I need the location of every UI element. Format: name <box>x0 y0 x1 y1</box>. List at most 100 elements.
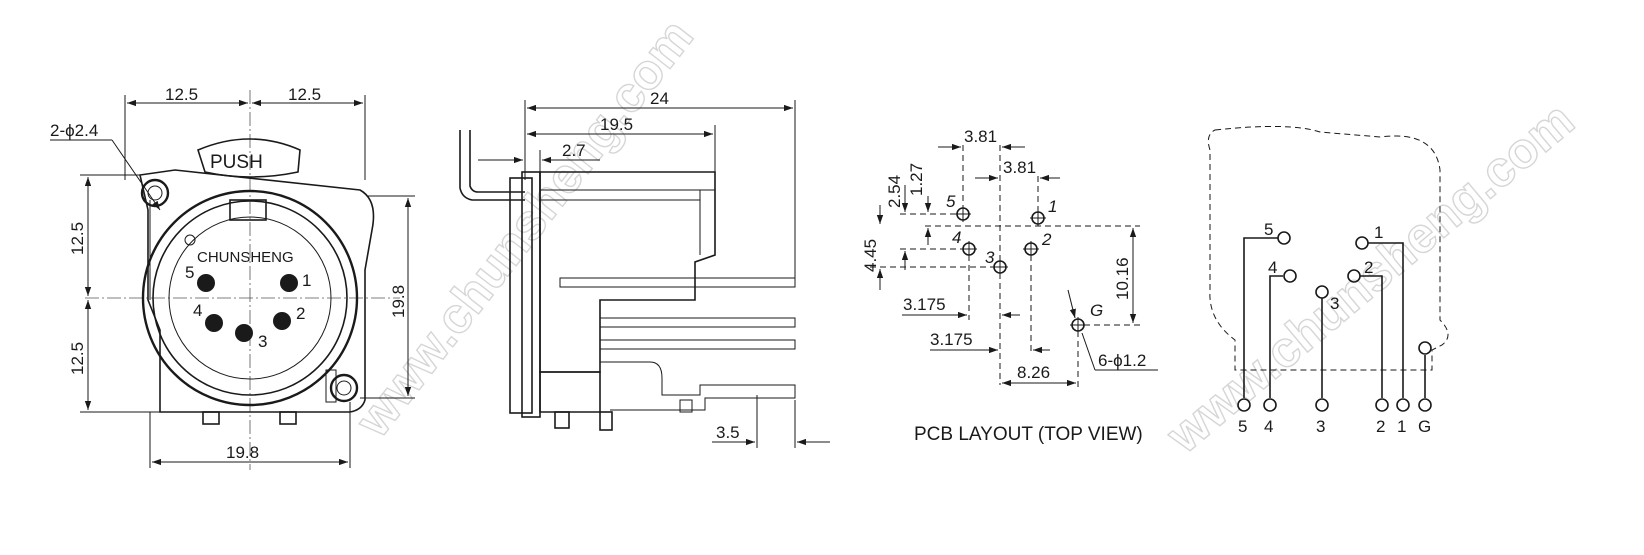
schematic-wires <box>1243 237 1426 398</box>
pcb-hole-crosses <box>955 206 1086 333</box>
insert-face <box>168 216 332 380</box>
watermark-group: www.chunsheng.com www.chunsheng.com <box>343 8 1585 465</box>
pcb-dim-v-4-45: 4.45 <box>861 239 880 272</box>
dim-width: 19.8 <box>226 443 259 462</box>
dim-height: 19.8 <box>389 285 408 318</box>
pcb-dim-holes: 6-ϕ1.2 <box>1098 351 1146 370</box>
pcb-leader-g-top <box>1067 289 1076 319</box>
watermark-left: www.chunsheng.com <box>344 9 704 448</box>
front-pin-3-label: 3 <box>258 332 267 351</box>
side-lower-body <box>539 371 601 413</box>
front-flange-outline <box>139 169 375 413</box>
dim-lower-half-height: 12.5 <box>68 342 87 375</box>
side-flange <box>509 177 533 414</box>
pcb-layout: 5 1 4 2 3 G 3.81 3.81 2.54 1.27 4.45 <box>861 127 1158 445</box>
sch-top-pin-2: 2 <box>1364 258 1373 277</box>
pcb-layout-title: PCB LAYOUT (TOP VIEW) <box>914 424 1143 445</box>
housing-outer-ring <box>141 189 359 407</box>
push-label: PUSH <box>210 152 263 173</box>
front-pin-2-label: 2 <box>296 304 305 323</box>
sch-bottom-pin-2: 2 <box>1376 417 1385 436</box>
front-view: PUSH CHUNSHENG 5 1 4 2 3 <box>50 85 415 470</box>
pcb-dim-pitch-top-1: 3.81 <box>964 127 997 146</box>
side-pin-3 <box>599 339 796 350</box>
front-pin-5-label: 5 <box>185 263 194 282</box>
terminal-5 <box>1237 398 1251 412</box>
pcb-dim-v-2-54: 2.54 <box>885 175 904 208</box>
mount-hole-top-left-inner <box>147 185 163 201</box>
sch-bottom-pin-1: 1 <box>1397 417 1406 436</box>
side-foot-1 <box>554 411 570 429</box>
schematic-outline <box>1207 125 1449 371</box>
terminal-1 <box>1396 398 1410 412</box>
wire-2 <box>1360 275 1383 398</box>
pcb-pin-5-label: 5 <box>946 192 956 211</box>
side-pin-bend <box>600 361 796 411</box>
contact-4 <box>205 314 223 332</box>
pcb-dim-h-8-26: 8.26 <box>1017 363 1050 382</box>
terminal-3 <box>1315 398 1329 412</box>
pcb-pin-2-label: 2 <box>1041 230 1052 249</box>
sch-top-pin-3: 3 <box>1330 294 1339 313</box>
schematic-contacts <box>1277 231 1432 355</box>
sch-bottom-pin-5: 5 <box>1238 417 1247 436</box>
pcb-pin-1-label: 1 <box>1048 197 1057 216</box>
sch-contact-3 <box>1315 285 1329 299</box>
housing-inner-ring <box>152 200 348 396</box>
pcb-dim-pitch-top-2: 3.81 <box>1003 158 1036 177</box>
pcb-pin-g-label: G <box>1090 301 1103 320</box>
terminal-g <box>1418 398 1432 412</box>
contact-3 <box>235 324 253 342</box>
pcb-pin-3-label: 3 <box>985 248 995 267</box>
pcb-leader-g-bottom <box>1081 332 1096 371</box>
dim-upper-half-height: 12.5 <box>68 222 87 255</box>
wire-5 <box>1243 237 1278 398</box>
sch-bottom-pin-3: 3 <box>1316 417 1325 436</box>
front-pin-4-label: 4 <box>193 301 202 320</box>
ground-tab <box>325 369 337 403</box>
side-pin-1 <box>559 277 796 288</box>
insert-key <box>184 234 196 246</box>
push-latch <box>197 138 301 178</box>
sch-contact-2 <box>1347 269 1361 283</box>
sch-contact-5 <box>1277 231 1291 245</box>
side-latch-tab <box>459 130 525 201</box>
sch-bottom-pin-g: G <box>1418 417 1431 436</box>
dim-left-half-width: 12.5 <box>165 85 198 104</box>
sch-contact-1 <box>1355 236 1369 250</box>
sch-top-pin-1: 1 <box>1374 223 1383 242</box>
sch-contact-4 <box>1283 269 1297 283</box>
mount-hole-bottom-right <box>329 373 359 403</box>
dim-length: 19.5 <box>600 115 633 134</box>
mount-hole-bottom-right-inner <box>336 380 352 396</box>
sch-top-pin-5: 5 <box>1264 220 1273 239</box>
pcb-pin-4-label: 4 <box>952 228 961 247</box>
pcb-dim-v-1-27: 1.27 <box>907 163 926 196</box>
pcb-dim-h-3-175-a: 3.175 <box>903 295 946 314</box>
schematic-terminals <box>1237 398 1432 412</box>
contact-1 <box>280 274 298 292</box>
contact-2 <box>273 312 291 330</box>
wire-1 <box>1368 242 1404 398</box>
pcb-dim-v-10-16: 10.16 <box>1113 257 1132 300</box>
brand-label: CHUNSHENG <box>197 249 294 266</box>
contact-5 <box>197 274 215 292</box>
latch-slot <box>229 199 267 221</box>
side-view: 24 19.5 2.7 3.5 <box>459 89 830 448</box>
front-foot-left <box>202 411 220 425</box>
terminal-4 <box>1263 398 1277 412</box>
dim-pin-offset: 3.5 <box>716 423 740 442</box>
dim-flange: 2.7 <box>562 141 586 160</box>
front-foot-right <box>279 411 297 425</box>
schematic-view: 5 1 4 2 3 5 4 3 2 1 G <box>1207 125 1449 436</box>
side-foot-3 <box>679 399 693 413</box>
wire-4 <box>1269 275 1283 398</box>
dim-right-half-width: 12.5 <box>288 85 321 104</box>
side-foot-2 <box>599 411 613 431</box>
front-pin-contacts <box>197 274 298 342</box>
sch-bottom-pin-4: 4 <box>1264 417 1273 436</box>
dim-total-length: 24 <box>650 89 669 108</box>
sch-top-pin-4: 4 <box>1268 258 1277 277</box>
sch-contact-g <box>1418 341 1432 355</box>
